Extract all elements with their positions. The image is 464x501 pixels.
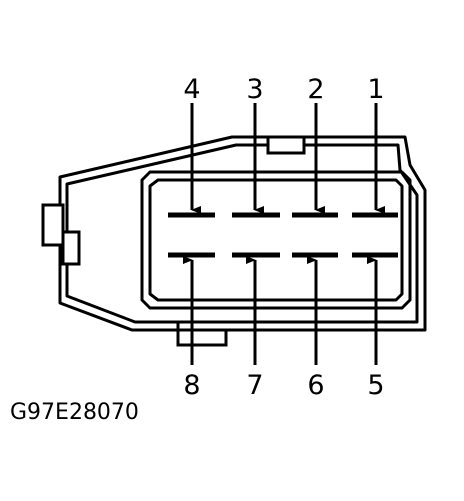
pin-label-8: 8 (183, 370, 200, 401)
pin-label-1: 1 (367, 74, 384, 105)
terminal-slots (168, 212, 398, 258)
side-latch (41, 203, 81, 266)
pin-label-3: 3 (246, 74, 263, 105)
bottom-callout-arrows (183, 256, 378, 365)
top-tab (266, 135, 306, 155)
terminal-cavity (140, 170, 412, 310)
pin-label-2: 2 (307, 74, 324, 105)
figure-id: G97E28070 (10, 400, 139, 425)
pin-label-5: 5 (367, 370, 384, 401)
top-callout-arrows (190, 103, 385, 214)
pin-label-7: 7 (246, 370, 263, 401)
pin-label-6: 6 (307, 370, 324, 401)
pin-label-4: 4 (183, 74, 200, 105)
bottom-tab (176, 322, 228, 347)
